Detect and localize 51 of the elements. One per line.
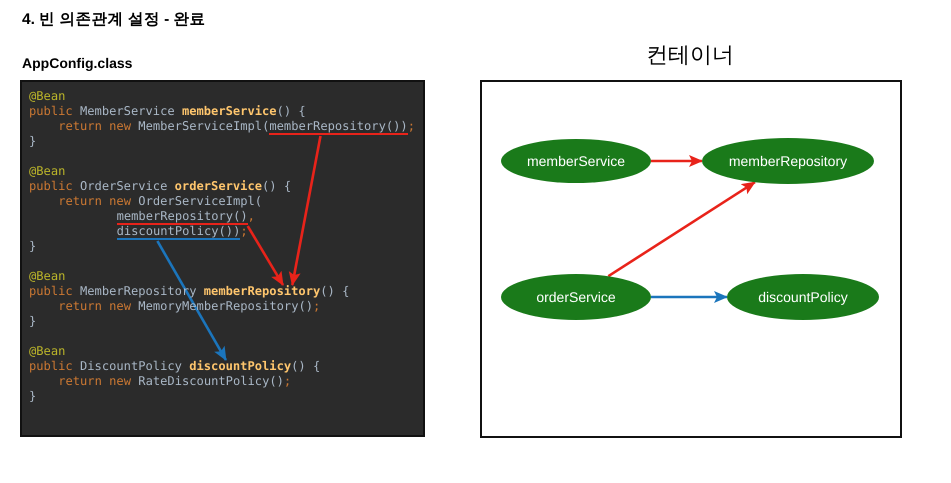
code-text: MemberService <box>80 104 175 118</box>
code-text: , <box>248 209 255 225</box>
code-text: } <box>29 314 36 328</box>
code-text: } <box>29 389 36 403</box>
code-text: () { <box>291 359 320 373</box>
arrow <box>156 240 228 361</box>
annotation-text: @Bean <box>29 164 66 178</box>
code-text: public <box>29 104 73 118</box>
code-text: () { <box>320 284 350 298</box>
arrow <box>651 291 728 303</box>
code-text: MemberServiceImpl( <box>138 119 270 135</box>
code-text: public <box>29 359 73 373</box>
underlined-call: discountPolicy()) <box>116 224 240 240</box>
code-text: ; <box>240 224 248 240</box>
container-heading: 컨테이너 <box>646 41 734 69</box>
code-text: return new <box>58 119 131 135</box>
arrow <box>288 136 322 286</box>
bean-ellipse: memberRepository <box>702 138 874 184</box>
code-text: return new <box>58 299 131 313</box>
method-name: memberService <box>182 104 277 118</box>
panel-heading: AppConfig.class <box>22 55 132 71</box>
annotation-text: @Bean <box>29 89 66 103</box>
underlined-call: memberRepository() <box>116 209 248 225</box>
code-text: } <box>29 239 36 253</box>
bean-ellipse: orderService <box>501 274 651 320</box>
code-text: OrderService <box>80 179 168 193</box>
page-title: 4. 빈 의존관계 설정 - 완료 <box>22 10 206 30</box>
code-text: RateDiscountPolicy() <box>138 374 284 388</box>
code-text: public <box>29 284 73 298</box>
code-text: ; <box>284 374 292 388</box>
arrow <box>608 181 756 278</box>
code-text: } <box>29 134 36 148</box>
bean-ellipse: discountPolicy <box>727 274 879 320</box>
code-text: return new <box>58 374 131 388</box>
code-text: return new <box>58 194 131 208</box>
method-name: discountPolicy <box>189 359 292 373</box>
code-text: ; <box>408 119 415 135</box>
arrow <box>651 155 703 167</box>
code-text: OrderServiceImpl( <box>138 194 262 208</box>
code-text: () { <box>262 179 292 193</box>
annotation-text: @Bean <box>29 344 66 358</box>
underlined-call: memberRepository()) <box>269 119 408 135</box>
code-text: public <box>29 179 73 193</box>
code-text: DiscountPolicy <box>80 359 182 373</box>
method-name: orderService <box>174 179 262 193</box>
code-text: () { <box>276 104 306 118</box>
arrow <box>246 225 284 286</box>
code-text: ; <box>313 299 320 313</box>
annotation-text: @Bean <box>29 269 66 283</box>
bean-ellipse: memberService <box>501 139 651 183</box>
method-name: memberRepository <box>204 284 320 298</box>
